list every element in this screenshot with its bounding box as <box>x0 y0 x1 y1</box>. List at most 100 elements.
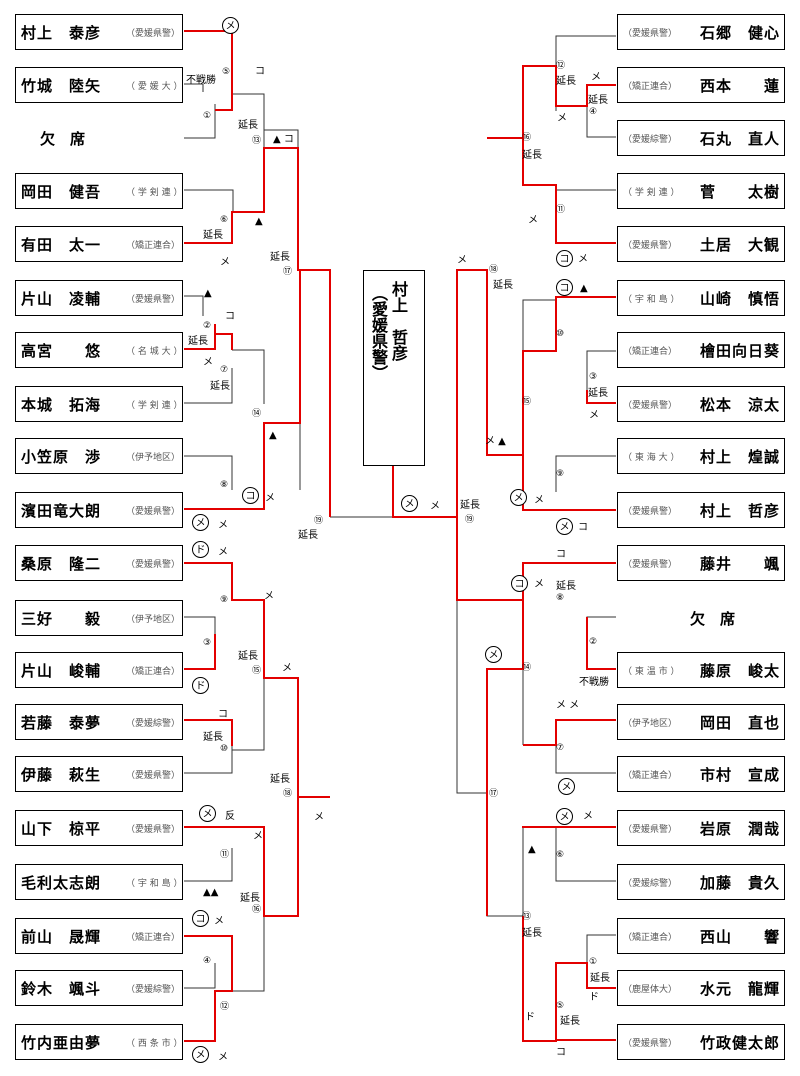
score-mark: 延長 <box>588 95 608 106</box>
circled-point-mark: メ <box>199 805 216 822</box>
player-name: 山崎 慎悟 <box>700 290 781 308</box>
score-mark: コ <box>218 709 228 720</box>
match-number: ⑯ <box>522 133 532 143</box>
match-number: ⑬ <box>252 136 262 146</box>
score-mark: 延長 <box>556 76 576 87</box>
match-number: ⑱ <box>283 789 293 799</box>
player-box: 前山 晟輝（矯正連合） <box>15 918 183 954</box>
score-mark: メ <box>591 72 601 83</box>
player-affiliation: （伊予地区） <box>126 453 181 463</box>
score-mark: 延長 <box>493 280 513 291</box>
score-mark: メ <box>578 254 588 265</box>
player-name: 有田 太一 <box>21 236 102 254</box>
match-number: ⑨ <box>556 469 565 479</box>
player-box: 藤原 峻太（ 東 温 市 ） <box>617 652 785 688</box>
champion-affiliation: （愛媛県警） <box>369 285 388 381</box>
circled-point-mark: メ <box>401 495 418 512</box>
score-mark: メ メ <box>556 700 580 711</box>
match-number: ⑭ <box>522 663 532 673</box>
player-box: 鈴木 颯斗（愛媛綜警） <box>15 970 183 1006</box>
score-mark: コ <box>556 549 566 560</box>
player-box: 菅 太樹 （ 学 剣 連 ） <box>617 173 785 209</box>
match-number: ① <box>203 111 212 121</box>
circled-point-mark: メ <box>485 646 502 663</box>
score-mark: 延長 <box>238 651 258 662</box>
player-box: 加藤 貴久（愛媛綜警） <box>617 864 785 900</box>
match-number: ⑪ <box>220 850 230 860</box>
circled-point-mark: ド <box>192 541 209 558</box>
player-name: 土居 大観 <box>700 236 781 254</box>
player-name: 西山 響 <box>700 928 781 946</box>
match-number: ⑩ <box>220 744 229 754</box>
score-mark: ▲ <box>255 216 263 227</box>
player-box: 三好 毅 （伊予地区） <box>15 600 183 636</box>
player-name: 西本 蓮 <box>700 77 781 95</box>
match-number: ⑭ <box>252 409 262 419</box>
player-affiliation: （愛媛県警） <box>126 825 181 835</box>
match-number: ⑫ <box>556 61 566 71</box>
match-number: ⑤ <box>556 1001 565 1011</box>
player-name: 水元 龍輝 <box>700 980 781 998</box>
score-mark: ド <box>589 992 599 1003</box>
player-box: 竹政健太郎（愛媛県警） <box>617 1024 785 1060</box>
player-affiliation: （愛媛県警） <box>623 507 678 517</box>
player-box: 若藤 泰夢（愛媛綜警） <box>15 704 183 740</box>
player-affiliation: （鹿屋体大） <box>623 985 678 995</box>
score-mark: ▲ コ <box>273 134 294 145</box>
player-name: 高宮 悠 <box>21 342 102 360</box>
score-mark: 不戦勝 <box>186 75 216 86</box>
player-affiliation: （伊予地区） <box>126 615 181 625</box>
player-name: 本城 拓海 <box>21 396 102 414</box>
player-affiliation: （矯正連合） <box>126 667 181 677</box>
player-name: 松本 涼太 <box>700 396 781 414</box>
score-mark: メ <box>203 357 213 368</box>
player-box: 濱田竜大朗 （愛媛県警） <box>15 492 183 528</box>
champion-name: 村上 哲彦 <box>389 281 408 361</box>
player-name: 三好 毅 <box>21 610 102 628</box>
player-affiliation: （ 学 剣 連 ） <box>126 401 183 411</box>
player-box: 西山 響（矯正連合） <box>617 918 785 954</box>
score-mark: メ <box>253 831 263 842</box>
player-name: 菅 太樹 <box>700 183 781 201</box>
player-affiliation: （ 東 温 市 ） <box>623 667 680 677</box>
match-number: ⑥ <box>556 850 565 860</box>
score-mark: 延長 <box>210 381 230 392</box>
player-name: 毛利太志朗 <box>21 874 102 892</box>
score-mark: コ <box>578 522 588 533</box>
circled-point-mark: メ <box>192 1046 209 1063</box>
player-affiliation: （愛媛県警） <box>623 241 678 251</box>
match-number: ⑦ <box>220 365 229 375</box>
circled-point-mark: メ <box>222 17 239 34</box>
player-affiliation: （愛媛県警） <box>126 507 181 517</box>
absent-label: 欠 席 <box>690 610 736 628</box>
score-mark: コ <box>225 311 235 322</box>
player-box: 村上 泰彦（愛媛県警） <box>15 14 183 50</box>
score-mark: 延長 <box>188 336 208 347</box>
player-box: 岡田 健吾（ 学 剣 連 ） <box>15 173 183 209</box>
circled-point-mark: コ <box>192 910 209 927</box>
player-box: 藤井 颯（愛媛県警） <box>617 545 785 581</box>
player-affiliation: （矯正連合） <box>126 241 181 251</box>
player-name: 濱田竜大朗 <box>21 502 102 520</box>
circled-point-mark: コ <box>556 279 573 296</box>
circled-point-mark: メ <box>192 514 209 531</box>
player-name: 村上 煌誠 <box>700 448 781 466</box>
player-name: 桑原 隆二 <box>21 555 102 573</box>
match-number: ⑬ <box>522 912 532 922</box>
player-affiliation: （ 東 海 大 ） <box>623 453 680 463</box>
player-name: 藤井 颯 <box>700 555 781 573</box>
player-affiliation: （愛媛県警） <box>126 295 181 305</box>
player-box: 土居 大観 （愛媛県警） <box>617 226 785 262</box>
score-mark: 延長 <box>460 500 480 511</box>
player-box: 岡田 直也（伊予地区） <box>617 704 785 740</box>
player-affiliation: （愛媛綜警） <box>623 135 678 145</box>
player-affiliation: （ 学 剣 連 ） <box>623 188 680 198</box>
player-box: 高宮 悠（ 名 城 大 ） <box>15 332 183 368</box>
match-number: ⑪ <box>556 205 566 215</box>
winner-lines <box>184 30 616 1042</box>
player-box: 片山 峻輔（矯正連合） <box>15 652 183 688</box>
match-number: ⑰ <box>283 267 293 277</box>
player-box: 岩原 潤哉（愛媛県警） <box>617 810 785 846</box>
score-mark: コ <box>255 66 265 77</box>
